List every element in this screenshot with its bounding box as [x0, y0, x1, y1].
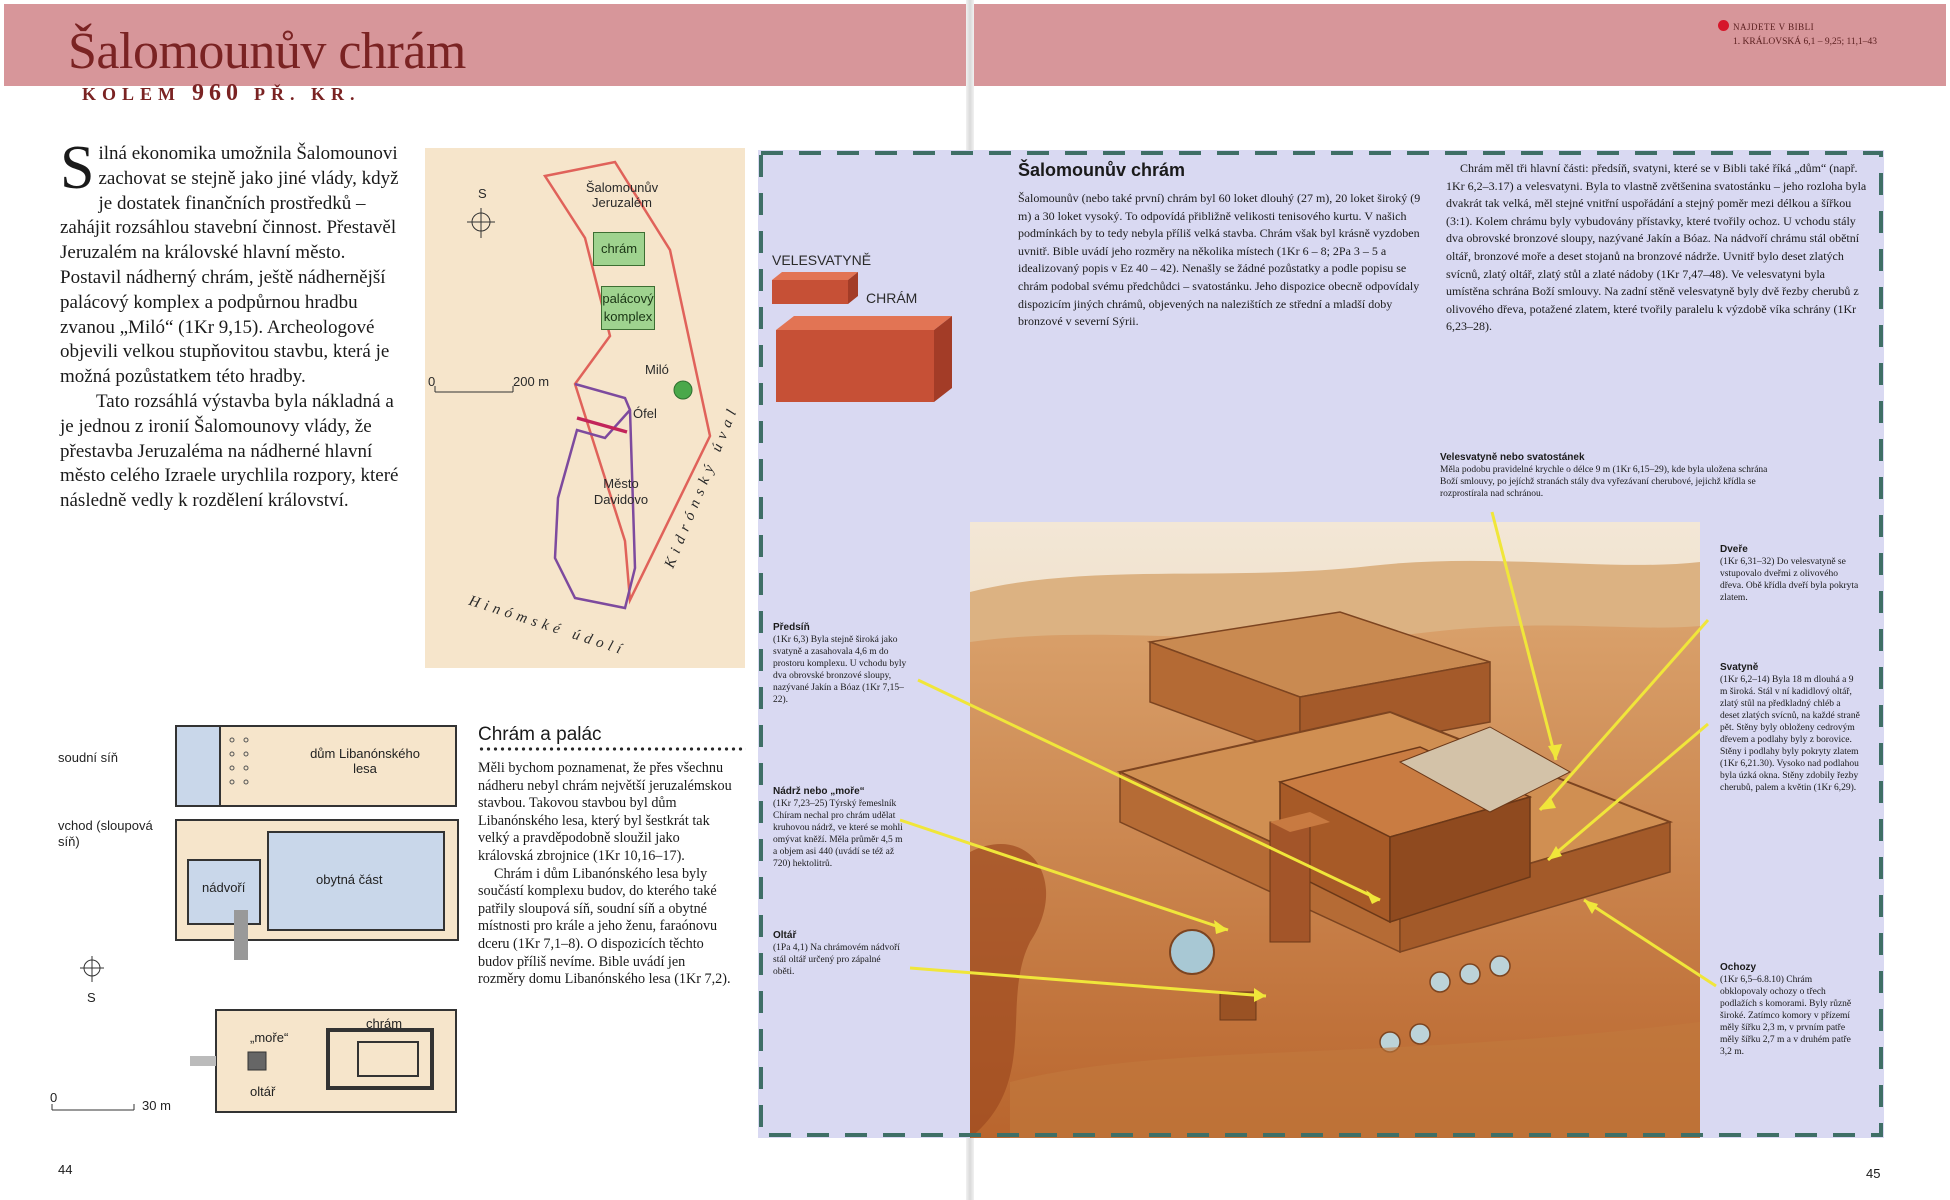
palace-paragraph-2: Chrám i dům Libanónského lesa byly součá…: [478, 865, 731, 988]
temple-heading: Šalomounův chrám: [1018, 160, 1186, 180]
callout-side-chambers: Ochozy (1Kr 6,5–6.8.10) Chrám obklopoval…: [1720, 962, 1860, 1058]
plan-north-label: S: [87, 990, 96, 1005]
temple-size-label: CHRÁM: [866, 290, 918, 306]
page-title: Šalomounův chrám: [68, 23, 466, 80]
map-ophel-label: Ófel: [633, 406, 657, 421]
subtitle-year: 960: [192, 80, 244, 106]
floor-plan: soudní síň vchod (sloupová síň) dům Liba…: [40, 720, 480, 1120]
page-number-left: 44: [58, 1162, 73, 1177]
bible-reference: NAJDETE V BIBLI 1. KRÁLOVSKÁ 6,1 – 9,25;…: [1718, 20, 1938, 49]
callout-holy-place: Svatyně (1Kr 6,2–14) Byla 18 m dlouhá a …: [1720, 662, 1860, 794]
callout-porch-text: (1Kr 6,3) Byla stejně široká jako svatyn…: [773, 635, 907, 705]
callout-porch-title: Předsíň: [773, 622, 810, 633]
drop-cap: S: [60, 134, 95, 202]
callout-porch: Předsíň (1Kr 6,3) Byla stejně široká jak…: [773, 622, 913, 706]
map-temple-box: chrám: [593, 232, 645, 266]
map-scale-zero: 0: [428, 374, 436, 389]
palace-heading: Chrám a palác: [478, 724, 602, 745]
plan-sea-label: „moře“: [250, 1030, 289, 1045]
callout-sea-text: (1Kr 7,23–25) Týrský řemeslník Chíram ne…: [773, 799, 903, 869]
plan-temple-label: chrám: [366, 1016, 403, 1031]
callout-altar-text: (1Pa 4,1) Na chrámovém nádvoří stál oltá…: [773, 943, 900, 977]
callout-altar: Oltář (1Pa 4,1) Na chrámovém nádvoří stá…: [773, 930, 903, 978]
palace-text: Měli bychom poznamenat, že přes všechnu …: [478, 760, 736, 989]
plan-court-label: soudní síň: [58, 750, 118, 765]
header-band-right: [972, 4, 1946, 86]
page-number-right: 45: [1866, 1166, 1881, 1181]
callout-holy-of-holies: Velesvatyně nebo svatostánek Měla podobu…: [1440, 452, 1770, 500]
size-comparison-diagram: [772, 272, 952, 402]
temple-structure-paragraph: Chrám měl tři hlavní části: předsíň, sva…: [1446, 161, 1867, 334]
temple-description: Šalomounův (nebo také první) chrám byl 6…: [1018, 191, 1421, 329]
callout-sea: Nádrž nebo „moře“ (1Kr 7,23–25) Týrský ř…: [773, 786, 903, 870]
plan-house-label: dům Libanónského lesa: [310, 746, 420, 776]
callout-holy-place-text: (1Kr 6,2–14) Byla 18 m dlouhá a 9 m širo…: [1720, 675, 1860, 793]
plan-courtyard-label: nádvoří: [202, 880, 246, 895]
plan-scale-label: 30 m: [142, 1098, 171, 1113]
palace-paragraph-1: Měli bychom poznamenat, že přes všechnu …: [478, 760, 732, 864]
map-north-label: S: [478, 186, 487, 201]
callout-doors-text: (1Kr 6,31–32) Do velesvatyně se vstupova…: [1720, 557, 1859, 603]
map-drawing: [434, 160, 712, 610]
map-jerusalem-label: Šalomounův Jeruzalém: [585, 180, 659, 210]
callout-side-chambers-text: (1Kr 6,5–6.8.10) Chrám obklopovaly ochoz…: [1720, 975, 1852, 1057]
callout-altar-title: Oltář: [773, 930, 797, 941]
intro-paragraph-2: Tato rozsáhlá výstavba byla nákladná a j…: [60, 390, 399, 512]
jerusalem-map: S 0 200 m Šalomounův Jeruzalém chrám pal…: [425, 148, 745, 668]
subtitle-suffix: PŘ. KR.: [254, 84, 361, 104]
plan-scale-zero: 0: [50, 1090, 58, 1105]
heading-dot-rule: [478, 746, 746, 752]
callout-holy-of-holies-text: Měla podobu pravidelné krychle o délce 9…: [1440, 465, 1768, 499]
plan-altar-label: oltář: [250, 1084, 276, 1099]
header-band-left: [4, 4, 968, 86]
red-dot-icon: [1718, 20, 1729, 31]
map-city-david-label: Město Davidovo: [593, 476, 649, 507]
holy-of-holies-label: VELESVATYNĚ: [772, 252, 872, 268]
intro-paragraph-1: ilná ekonomika umožnila Šalomounovi zach…: [60, 143, 399, 388]
temple-structure-text: Chrám měl tři hlavní části: předsíň, sva…: [1446, 160, 1868, 336]
callout-doors-title: Dveře: [1720, 544, 1748, 555]
callout-holy-of-holies-title: Velesvatyně nebo svatostánek: [1440, 452, 1585, 463]
page-subtitle: KOLEM 960 PŘ. KR.: [82, 80, 361, 107]
plan-entrance-label: vchod (sloupová síň): [58, 818, 153, 849]
callout-doors: Dveře (1Kr 6,31–32) Do velesvatyně se vs…: [1720, 544, 1860, 604]
callout-side-chambers-title: Ochozy: [1720, 962, 1757, 973]
callout-holy-place-title: Svatyně: [1720, 662, 1759, 673]
bible-ref-refs: 1. KRÁLOVSKÁ 6,1 – 9,25; 11,1–43: [1733, 37, 1877, 47]
map-millo-label: Miló: [645, 362, 669, 377]
floor-plan-drawing: [51, 725, 459, 1113]
map-palace-box: palácový komplex: [601, 286, 655, 330]
callout-sea-title: Nádrž nebo „moře“: [773, 786, 865, 797]
dashed-frame: [759, 151, 1883, 1137]
subtitle-prefix: KOLEM: [82, 84, 182, 104]
map-scale-label: 200 m: [513, 374, 550, 389]
bible-ref-label: NAJDETE V BIBLI: [1733, 22, 1815, 32]
plan-living-label: obytná část: [316, 872, 383, 887]
